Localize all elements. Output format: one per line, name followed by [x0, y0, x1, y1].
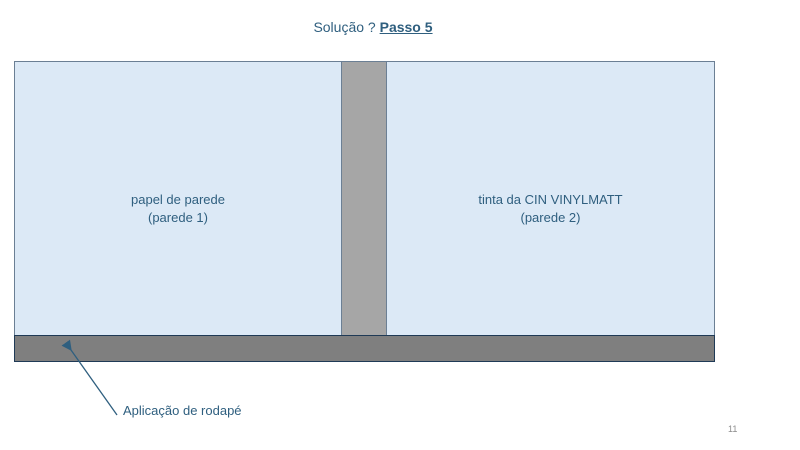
wall-2: tinta da CIN VINYLMATT (parede 2)	[387, 61, 715, 336]
wall-1-name: (parede 1)	[148, 210, 208, 225]
wall-1-material: papel de parede	[131, 192, 225, 207]
slide-title-step: Passo 5	[379, 19, 433, 35]
page-number: 11	[728, 424, 738, 434]
skirting-callout-label: Aplicação de rodapé	[123, 403, 242, 418]
slide-title-prefix: Solução ?	[313, 19, 376, 35]
wall-1-label: papel de parede (parede 1)	[15, 191, 341, 227]
slide-title: Solução ? Passo 5	[0, 19, 746, 35]
wall-2-name: (parede 2)	[520, 210, 581, 225]
skirting-board	[14, 335, 715, 362]
wall-1: papel de parede (parede 1)	[14, 61, 341, 336]
column-pillar	[341, 61, 387, 336]
wall-2-label: tinta da CIN VINYLMATT (parede 2)	[387, 191, 714, 227]
wall-2-material: tinta da CIN VINYLMATT	[478, 192, 623, 207]
